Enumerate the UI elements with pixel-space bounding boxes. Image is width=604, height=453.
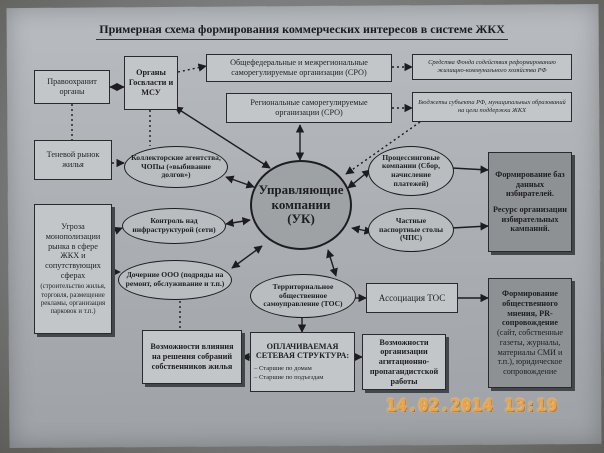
government-box: Органы Госвласти и МСУ [124,56,178,110]
uk-line3: (УК) [287,211,315,227]
federal-sro-box: Общефедеральные и межрегиональные саморе… [206,54,392,82]
uk-line1: Управляющие [258,181,344,197]
edge-gov-federal-sro [177,63,207,73]
regional-sro-label: Региональные саморегулируемые организаци… [250,98,368,117]
edge-uk-tos [326,249,338,277]
paid-network-item: – Старшие по подъездам [254,373,324,381]
paid-network-label: ОПЛАЧИВАЕМАЯ СЕТЕВАЯ СТРУКТУРА: [255,341,350,361]
processing-label: Процессинговые компании (Сбор, начислени… [381,152,441,188]
public-opinion-detail: (сайт, собственные газеты, журналы, мате… [497,328,563,376]
paid-network-list: – Старшие по домам – Старшие по подъезда… [254,364,323,383]
shadow-market-box: Теневой рынок жилья [34,140,112,180]
subsidiaries-label: Дочерние ООО (подряды на ремонт, обслужи… [125,270,225,288]
law-enforcement-label: Правоохранит органы [47,77,97,96]
subsidiaries-ellipse: Дочерние ООО (подряды на ремонт, обслужи… [118,260,232,300]
collectors-ellipse: Коллекторские агентства, ЧОПы («выбивани… [124,146,228,188]
agitation-box: Возможности организации агитационно-проп… [362,334,446,390]
tos-association-box: Ассоциация ТОС [366,283,458,313]
edge-uk-government [174,106,271,169]
edge-budgets-uk [345,121,421,175]
budgets-box: Бюджеты субъекта РФ, муниципальных образ… [412,92,572,122]
tos-association-label: Ассоциация ТОС [378,292,446,303]
regional-sro-box: Региональные саморегулируемые организаци… [226,93,392,123]
infrastructure-label: Контроль над инфраструктурой (сети) [132,216,216,234]
infrastructure-ellipse: Контроль над инфраструктурой (сети) [122,208,226,244]
edge-processing-database [451,165,489,174]
federal-sro-label: Общефедеральные и межрегиональные саморе… [230,58,368,77]
database-box: Формирование баз данных избирателей. Рес… [488,152,572,252]
fund-assistance-label: Средства Фонда содействия реформированию… [428,59,556,74]
processing-ellipse: Процессинговые компании (Сбор, начислени… [368,146,454,196]
edge-uk-infrastructure [225,217,251,227]
shadow-market-label: Теневой рынок жилья [46,150,100,169]
title-underline [96,39,508,40]
tos-label: Территориальное общественное самоуправле… [263,281,343,309]
law-enforcement-box: Правоохранит органы [34,70,110,104]
public-opinion-label: Формирование общественного мнения, PR-со… [502,289,558,328]
uk-center-ellipse: Управляющие компании (УК) [250,160,352,250]
edge-monopoly-infrastructure [111,226,123,235]
owner-influence-box: Возможности влияния на решения собраний … [142,330,242,384]
edge-uk-collectors [225,175,255,189]
monopolization-detail: (строительство жилья, торговля, размещен… [40,283,106,315]
monopolization-label: Угроза монополизации рынка в сфере ЖКХ и… [45,222,101,280]
collectors-label: Коллекторские агентства, ЧОПы («выбивани… [131,152,221,180]
paid-network-box: ОПЛАЧИВАЕМАЯ СЕТЕВАЯ СТРУКТУРА: – Старши… [250,332,355,392]
budgets-label: Бюджеты субъекта РФ, муниципальных образ… [418,99,566,114]
photo-timestamp: 14.02.2014 13:19 [386,396,558,416]
passport-label: Частные паспортные столы (ЧПС) [378,215,444,243]
passport-ellipse: Частные паспортные столы (ЧПС) [368,208,454,252]
diagram-title: Примерная схема формирования коммерчески… [99,22,505,36]
government-label: Органы Госвласти и МСУ [128,68,174,97]
tos-ellipse: Территориальное общественное самоуправле… [250,274,356,318]
resource-label: Ресурс организации избирательных кампани… [493,205,567,234]
database-label: Формирование баз данных избирателей. [495,169,565,199]
edge-passport-database [451,222,489,231]
uk-line2: компании [271,196,331,212]
paid-network-item: – Старшие по домам [254,364,312,372]
agitation-label: Возможности организации агитационно-проп… [369,337,439,386]
fund-assistance-box: Средства Фонда содействия реформированию… [412,54,572,80]
monopolization-box: Угроза монополизации рынка в сфере ЖКХ и… [34,204,112,334]
edge-uk-subsidiaries [231,245,263,269]
edge-uk-processing [347,169,371,189]
public-opinion-box: Формирование общественного мнения, PR-со… [488,278,572,388]
owner-influence-label: Возможности влияния на решения собраний … [150,342,234,371]
